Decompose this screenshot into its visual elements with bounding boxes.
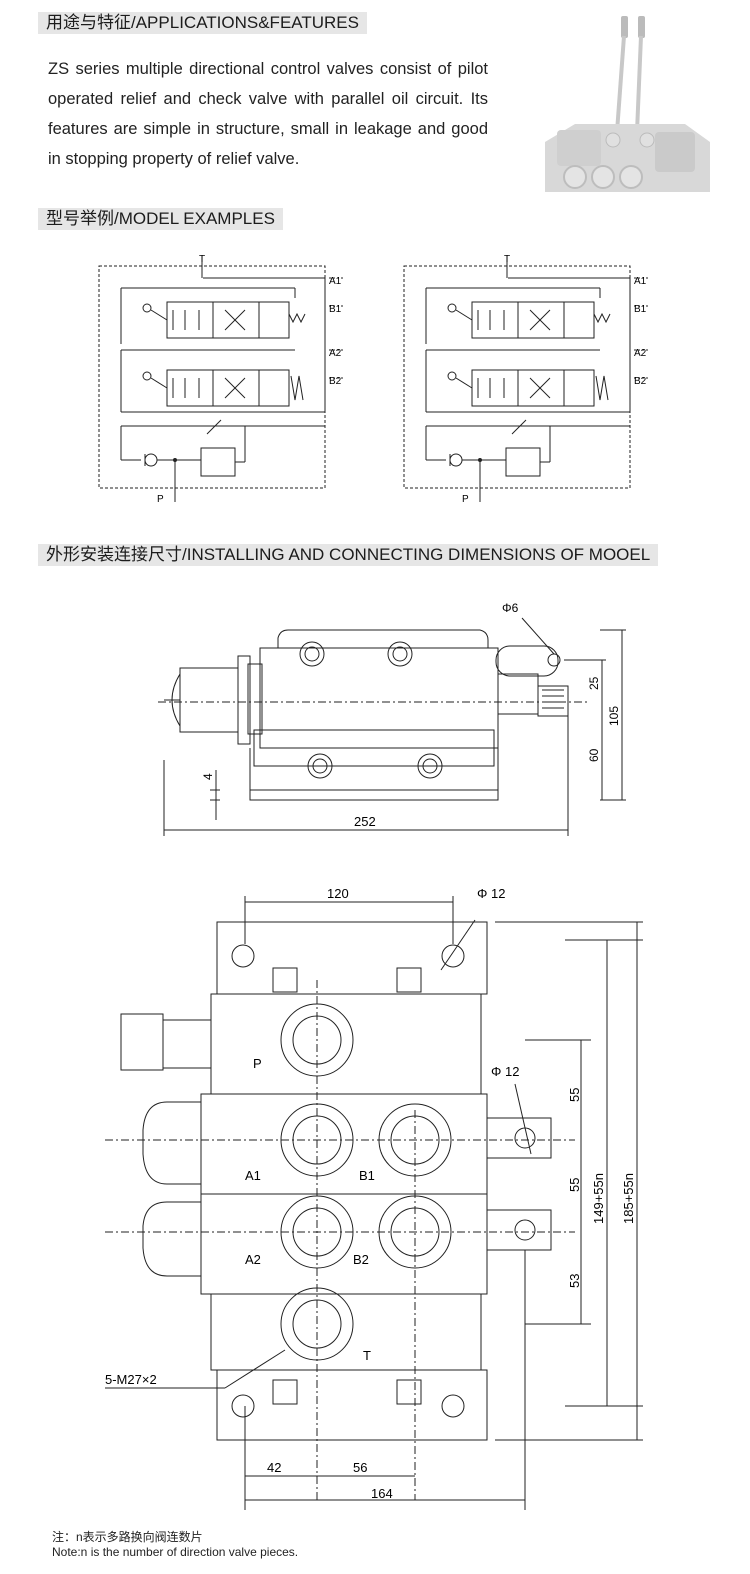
front-thread-label: 5-M27×2 (105, 1372, 157, 1387)
schematic-left-label-a1: A1 (329, 276, 342, 287)
hydraulic-schematic-left: T A1 B1 A2 B2 P (98, 254, 343, 505)
schematic-right-label-b2: B2 (634, 376, 647, 387)
front-dim-53: 53 (567, 1274, 582, 1288)
front-dim-55a: 55 (567, 1088, 582, 1102)
section-title-dimensions: 外形安装连接尺寸/INSTALLING AND CONNECTING DIMEN… (38, 544, 659, 566)
schematic-left-label-b2: B2 (329, 376, 342, 387)
front-dim-phi12-top: Φ 12 (477, 886, 505, 901)
section-title-examples: 型号举例/MODEL EXAMPLES (38, 208, 283, 230)
section-title-applications: 用途与特征/APPLICATIONS&FEATURES (38, 12, 367, 34)
schematic-right-label-a2: A2 (634, 348, 647, 359)
schematic-left-label-a2: A2 (329, 348, 342, 359)
front-dim-185: 185+55n (621, 1173, 636, 1224)
schematic-right-label-b1: B1 (634, 304, 647, 315)
schematic-left-label-t: T (199, 254, 205, 265)
front-dim-55b: 55 (567, 1178, 582, 1192)
front-dim-phi12-right: Φ 12 (491, 1064, 519, 1079)
front-port-t: T (363, 1348, 371, 1363)
front-port-b1: B1 (359, 1168, 375, 1183)
front-port-b2: B2 (353, 1252, 369, 1267)
front-dim-149: 149+55n (591, 1173, 606, 1224)
description-text: ZS series multiple directional control v… (48, 60, 488, 168)
side-dim-252: 252 (354, 814, 376, 829)
hydraulic-schematic-right: T A1 B1 A2 B2 P (403, 254, 648, 505)
front-dim-56: 56 (353, 1460, 367, 1475)
front-dim-120: 120 (327, 886, 349, 901)
front-dim-42: 42 (267, 1460, 281, 1475)
side-dim-105: 105 (607, 706, 621, 726)
side-dim-phi6: Φ6 (502, 601, 519, 615)
side-view-drawing: Φ6 25 60 105 4 252 (158, 601, 626, 836)
note-chinese: 注：n表示多路换向阀连数片 (52, 1530, 203, 1544)
side-dim-60: 60 (587, 748, 601, 762)
front-view-drawing: 120 Φ 12 Φ 12 55 55 53 149+55n 185+55n 4… (105, 886, 643, 1510)
valve-product-image (545, 16, 710, 192)
schematic-left-label-p: P (157, 494, 164, 505)
front-port-a1: A1 (245, 1168, 261, 1183)
front-port-a2: A2 (245, 1252, 261, 1267)
side-dim-25: 25 (587, 676, 601, 690)
schematic-right-label-p: P (462, 494, 469, 505)
schematic-left-label-b1: B1 (329, 304, 342, 315)
front-port-p: P (253, 1056, 262, 1071)
side-dim-4: 4 (201, 773, 215, 780)
note-english: Note:n is the number of direction valve … (52, 1545, 299, 1559)
schematic-right-label-t: T (504, 254, 510, 265)
schematic-right-label-a1: A1 (634, 276, 647, 287)
front-dim-164: 164 (371, 1486, 393, 1501)
